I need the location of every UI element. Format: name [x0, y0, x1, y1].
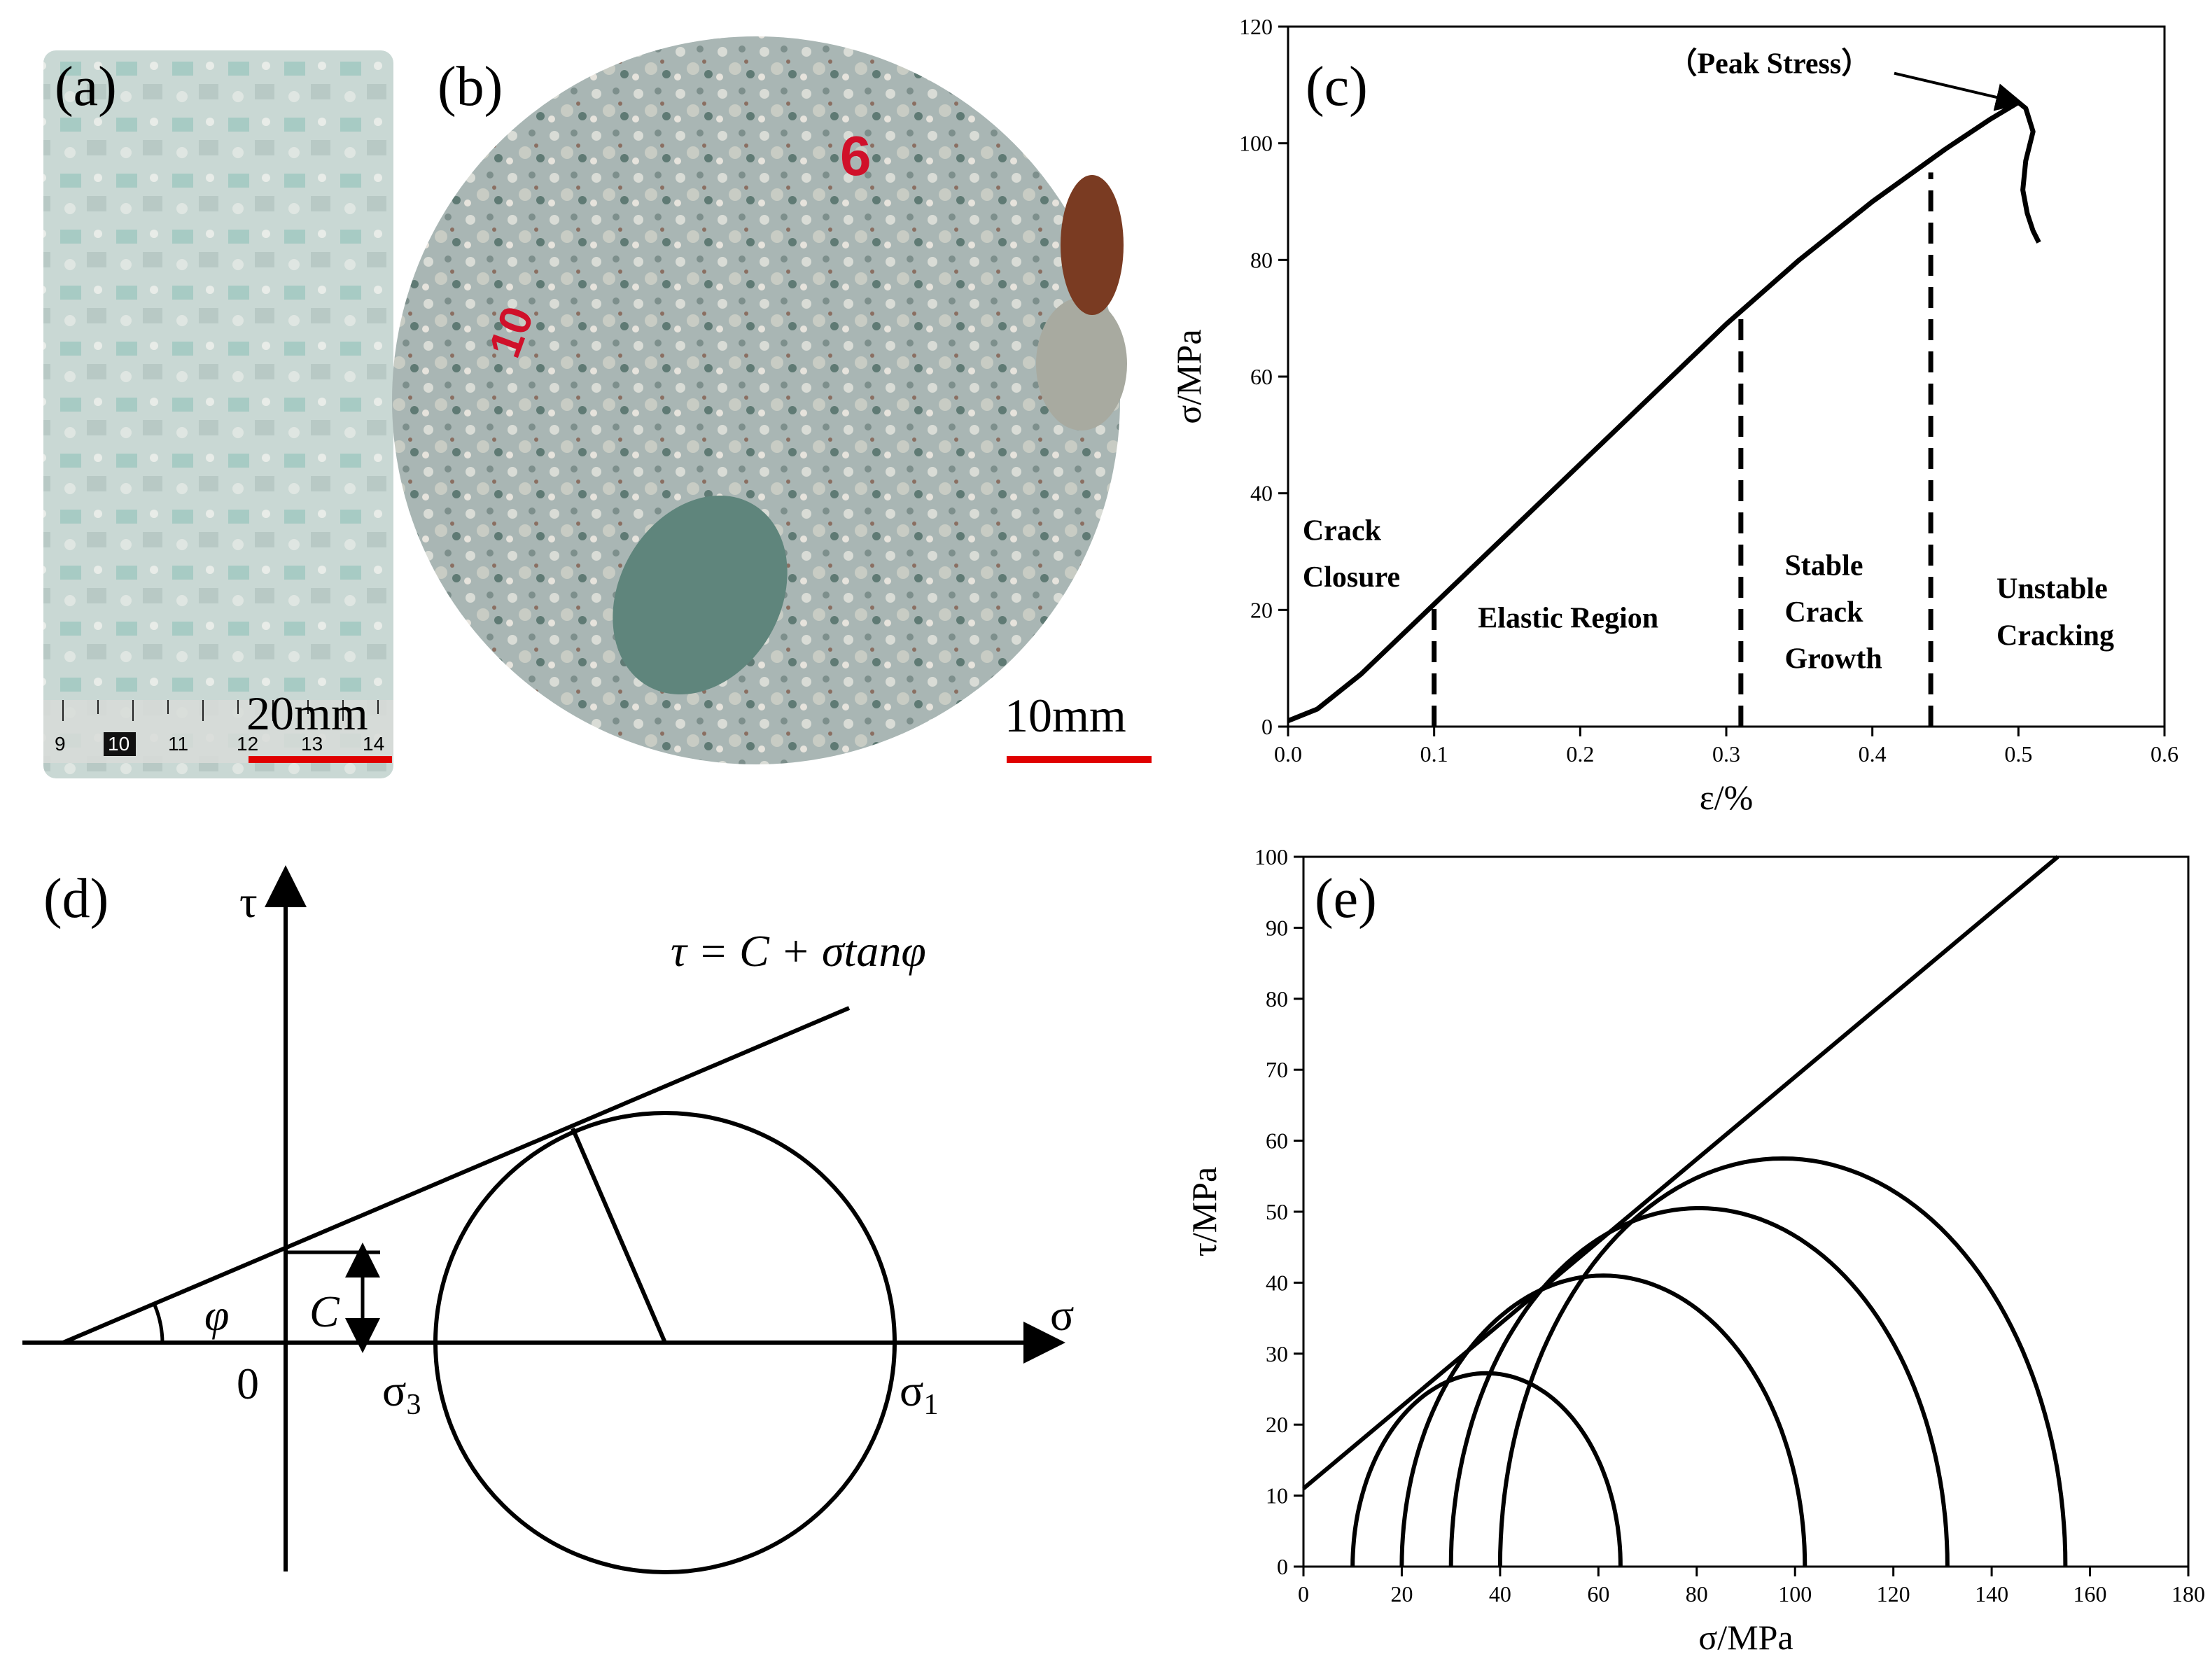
x-tick-label: 0.0 — [1274, 741, 1302, 766]
x-tick-label: 40 — [1489, 1581, 1511, 1606]
mohr-circle — [433, 1111, 897, 1574]
y-tick-label: 80 — [1250, 247, 1273, 272]
stage-annotation: Unstable — [1996, 573, 2108, 606]
origin-label: 0 — [237, 1359, 259, 1408]
panel-label-c: (c) — [1306, 56, 1368, 118]
scale-bar-label-a: 20mm — [246, 687, 368, 740]
large-green-clast — [613, 495, 788, 695]
phi-arc — [152, 1302, 165, 1343]
stress-strain-curve — [1287, 99, 2041, 723]
x-tick-label: 0.2 — [1566, 741, 1594, 766]
x-tick-label: 140 — [1975, 1581, 2008, 1606]
y-tick-label: 70 — [1266, 1057, 1288, 1082]
radius-line — [571, 1127, 667, 1344]
sigma3-label: σ3 — [382, 1366, 421, 1421]
mohr-circle-arc — [1448, 1205, 1950, 1567]
mohr-circle-arc — [1497, 1156, 2068, 1567]
ruler — [43, 700, 393, 763]
x-tick-label: 20 — [1390, 1581, 1413, 1606]
y-tick-label: 60 — [1250, 364, 1273, 389]
x-tick-label: 60 — [1587, 1581, 1609, 1606]
panel-a: 9 10 11 12 13 14 (a) 20mm — [43, 50, 393, 778]
x-axis-title-c: ε/% — [1700, 778, 1754, 817]
y-tick-label: 100 — [1254, 844, 1288, 869]
panel-label-b: (b) — [438, 56, 503, 118]
core-side-photo — [43, 50, 393, 778]
tau-axis-label: τ — [239, 877, 258, 927]
ruler-number: 10 — [108, 733, 130, 755]
panel-label-a: (a) — [55, 56, 117, 118]
ruler-number: 14 — [363, 733, 384, 755]
y-tick-label: 0 — [1277, 1554, 1288, 1579]
core-face-photo — [392, 36, 1120, 764]
y-tick-label: 20 — [1266, 1412, 1288, 1437]
x-tick-label: 0.4 — [1859, 741, 1887, 766]
y-tick-label: 50 — [1266, 1199, 1288, 1224]
cohesion-label: C — [309, 1287, 340, 1336]
y-tick-label: 40 — [1250, 481, 1273, 506]
y-tick-label: 100 — [1239, 131, 1273, 156]
stage-annotation: Crack — [1303, 514, 1382, 547]
panel-c: (c) 0.0 0.1 0.2 0.3 0.4 0.5 0.6 0 20 40 60 80 100 120… — [1169, 14, 2178, 817]
y-tick-label: 60 — [1266, 1128, 1288, 1154]
panel-label-d: (d) — [43, 868, 109, 930]
ruler-number: 11 — [168, 733, 188, 755]
y-axis-title-e: τ/MPa — [1184, 1167, 1224, 1256]
y-axis-title-c: σ/MPa — [1169, 329, 1208, 424]
panel-e: (e) 0 20 40 60 80 100 120 140 160 180 0 10 20 30 40 50 6… — [1184, 844, 2205, 1657]
stage-annotation: Stable — [1784, 550, 1863, 582]
stage-annotation: （Peak Stress） — [1668, 48, 1871, 80]
x-axis-title-e: σ/MPa — [1698, 1618, 1793, 1657]
panel-b: 6 10 (b) 10mm — [392, 36, 1152, 764]
x-tick-label: 100 — [1778, 1581, 1812, 1606]
sigma-axis-label: σ — [1050, 1290, 1075, 1340]
stage-annotation: Elastic Region — [1478, 602, 1658, 634]
equation: τ = C + σtanφ — [671, 926, 926, 976]
x-tick-label: 120 — [1877, 1581, 1910, 1606]
failure-envelope-line — [1302, 855, 2059, 1490]
x-tick-label: 0.3 — [1712, 741, 1740, 766]
stage-annotation: Growth — [1784, 643, 1882, 676]
red-clast — [1061, 175, 1124, 315]
peak-stress-arrow — [1894, 71, 2024, 111]
mohr-circle-arc — [1350, 1371, 1623, 1567]
ruler-number: 9 — [55, 733, 66, 755]
x-tick-label: 0.1 — [1420, 741, 1448, 766]
clast — [1036, 298, 1127, 430]
ruler-number: 12 — [237, 733, 258, 755]
x-tick-label: 160 — [2073, 1581, 2107, 1606]
ruler-number: 13 — [301, 733, 323, 755]
failure-envelope — [62, 1006, 851, 1345]
y-tick-label: 30 — [1266, 1341, 1288, 1366]
stage-annotation: Crack — [1784, 596, 1863, 629]
panel-d: (d) τ = C + σtanφ τ σ 0 φ C σ3 σ1 — [22, 865, 1075, 1574]
y-tick-label: 0 — [1261, 714, 1273, 739]
x-tick-label: 0.6 — [2150, 741, 2178, 766]
mohr-circle-arc — [1399, 1273, 1807, 1567]
x-tick-label: 0.5 — [2004, 741, 2032, 766]
y-tick-label: 10 — [1266, 1483, 1288, 1508]
scale-bar-label-b: 10mm — [1005, 689, 1126, 742]
ruler-number-highlight — [104, 732, 136, 756]
stage-annotation: Closure — [1303, 561, 1400, 594]
y-tick-label: 80 — [1266, 986, 1288, 1011]
y-tick-label: 40 — [1266, 1270, 1288, 1295]
x-tick-label: 180 — [2171, 1581, 2205, 1606]
y-tick-label: 120 — [1239, 14, 1273, 39]
phi-label: φ — [204, 1290, 229, 1340]
sigma1-label: σ1 — [900, 1366, 939, 1421]
panel-label-e: (e) — [1315, 868, 1377, 930]
x-tick-label: 0 — [1298, 1581, 1309, 1606]
ruler-ticks — [62, 700, 379, 721]
x-tick-label: 80 — [1686, 1581, 1708, 1606]
y-tick-label: 90 — [1266, 915, 1288, 940]
stage-annotation: Cracking — [1996, 620, 2114, 652]
y-tick-label: 20 — [1250, 597, 1273, 622]
red-mark: 6 — [840, 125, 872, 187]
